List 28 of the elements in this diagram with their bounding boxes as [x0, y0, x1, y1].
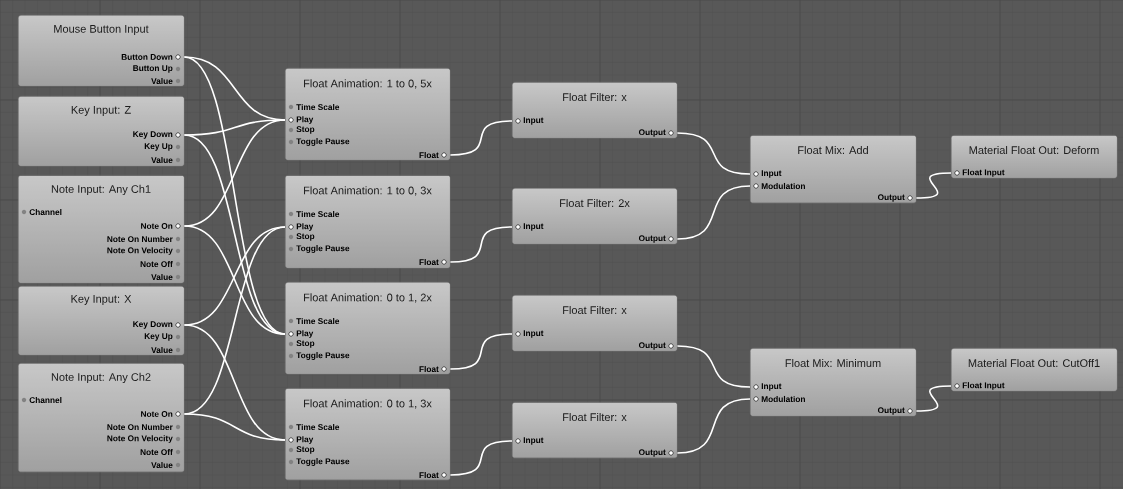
- node-box: Float Animation: 1 to 0, 5x Time Scale Play Stop Toggle Pause Float: [285, 68, 451, 161]
- wire: [676, 185, 751, 240]
- wire: [449, 440, 513, 476]
- wire: [449, 226, 513, 263]
- node-box: Note Input: Any Ch2 Channel Note On Note On Number Note On Velocity Note Off Value: [18, 363, 185, 473]
- node-box: Float Animation: 0 to 1, 2x Time Scale Play Stop Toggle Pause Float: [285, 282, 451, 375]
- wire: [676, 345, 751, 388]
- node-box: Float Filter: x Input Output: [512, 295, 678, 352]
- node-box: Note Input: Any Ch1 Channel Note On Note On Number Note On Velocity Note Off Value: [18, 175, 185, 284]
- wire: [676, 132, 751, 175]
- wire: [183, 413, 286, 441]
- node-box: Float Filter: x Input Output: [512, 402, 678, 459]
- node-box: Float Animation: 1 to 0, 3x Time Scale Play Stop Toggle Pause Float: [285, 175, 451, 269]
- node-box: Material Float Out: CutOff1 Float Input: [951, 348, 1118, 392]
- node-box: Float Animation: 0 to 1, 3x Time Scale Play Stop Toggle Pause Float: [285, 388, 451, 481]
- wire: [676, 398, 751, 454]
- node-box: Material Float Out: Deform Float Input: [951, 135, 1118, 179]
- node-box: Float Mix: Add Input Modulation Output: [750, 135, 917, 204]
- node-box: Key Input: Z Key Down Key Up Value: [18, 96, 185, 167]
- node-box: Float Filter: x Input Output: [512, 82, 678, 139]
- node-box: Mouse Button Input Button Down Button Up Value: [18, 15, 185, 87]
- node-box: Float Mix: Minimum Input Modulation Output: [750, 348, 917, 417]
- wire: [449, 120, 513, 156]
- node-box: Key Input: X Key Down Key Up Value: [18, 286, 185, 356]
- wire: [915, 385, 952, 412]
- wire: [915, 172, 952, 199]
- wire: [449, 333, 513, 370]
- node-box: Float Filter: 2x Input Output: [512, 188, 678, 245]
